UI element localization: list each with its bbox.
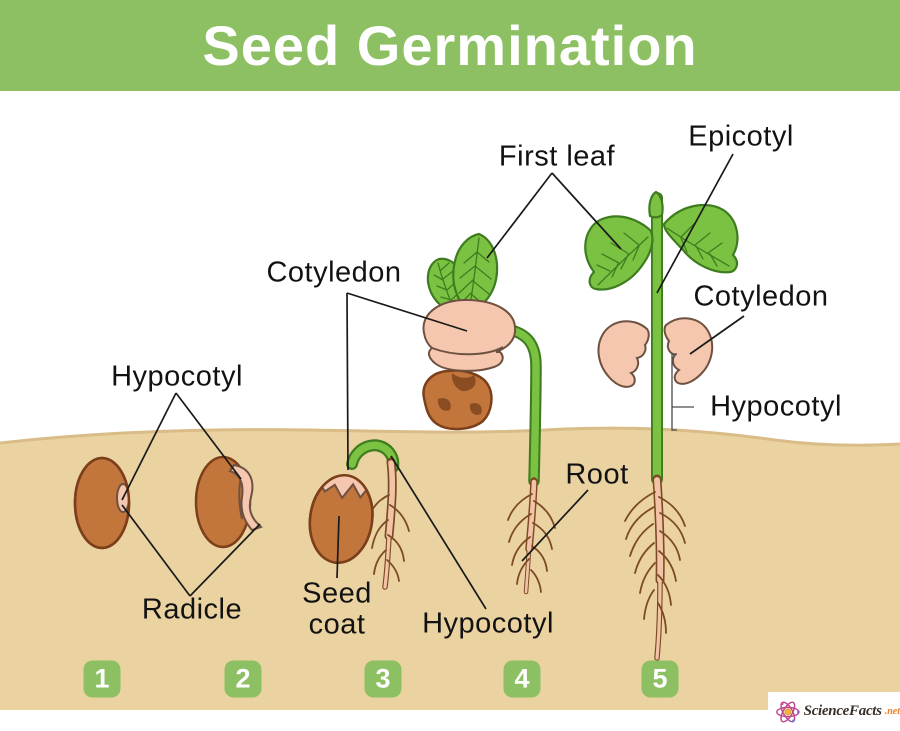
page-title: Seed Germination bbox=[202, 14, 698, 77]
plant-stage-5 bbox=[584, 190, 739, 661]
discarded-seed-coat bbox=[422, 369, 493, 431]
leader-lines bbox=[121, 153, 745, 610]
stage-number-badge-1: 1 bbox=[83, 660, 121, 698]
label-seed-coat-line2: coat bbox=[308, 608, 366, 640]
label-seed-coat: Seed coat bbox=[302, 578, 372, 639]
label-cotyledon-left: Cotyledon bbox=[266, 256, 402, 289]
stage-number-badge-2: 2 bbox=[224, 660, 262, 698]
label-seed-coat-line1: Seed bbox=[302, 577, 372, 610]
root-branches bbox=[367, 494, 410, 582]
cotyledon-stage-4 bbox=[422, 298, 517, 372]
label-hypocotyl-left: Hypocotyl bbox=[111, 360, 243, 393]
label-radicle: Radicle bbox=[141, 593, 243, 626]
brand-suffix: .net bbox=[884, 706, 900, 717]
label-first-leaf: First leaf bbox=[498, 140, 616, 173]
label-cotyledon-right: Cotyledon bbox=[693, 280, 829, 313]
brand-logo: ScienceFacts.net bbox=[768, 692, 900, 731]
seed-stage-1 bbox=[73, 456, 131, 550]
root-branches bbox=[624, 491, 686, 634]
stage-number-badge-4: 4 bbox=[503, 660, 541, 698]
label-epicotyl: Epicotyl bbox=[688, 120, 794, 153]
brand-text: ScienceFacts bbox=[803, 703, 882, 719]
cotyledons-stage-5 bbox=[597, 317, 714, 388]
label-root: Root bbox=[565, 458, 629, 491]
header-banner: Seed Germination bbox=[0, 0, 900, 91]
seedling-stage-4 bbox=[422, 232, 556, 595]
hypocotyl-bracket bbox=[671, 353, 694, 431]
atom-icon bbox=[776, 700, 800, 723]
stage-number-badge-5: 5 bbox=[641, 660, 679, 698]
first-leaves bbox=[426, 232, 499, 315]
seed-stage-2 bbox=[194, 455, 263, 549]
label-hypocotyl-bottom: Hypocotyl bbox=[422, 607, 554, 640]
label-hypocotyl-right: Hypocotyl bbox=[710, 390, 842, 423]
shoot-tip bbox=[648, 190, 664, 219]
soil bbox=[0, 426, 900, 710]
stage-number-badge-3: 3 bbox=[364, 660, 402, 698]
